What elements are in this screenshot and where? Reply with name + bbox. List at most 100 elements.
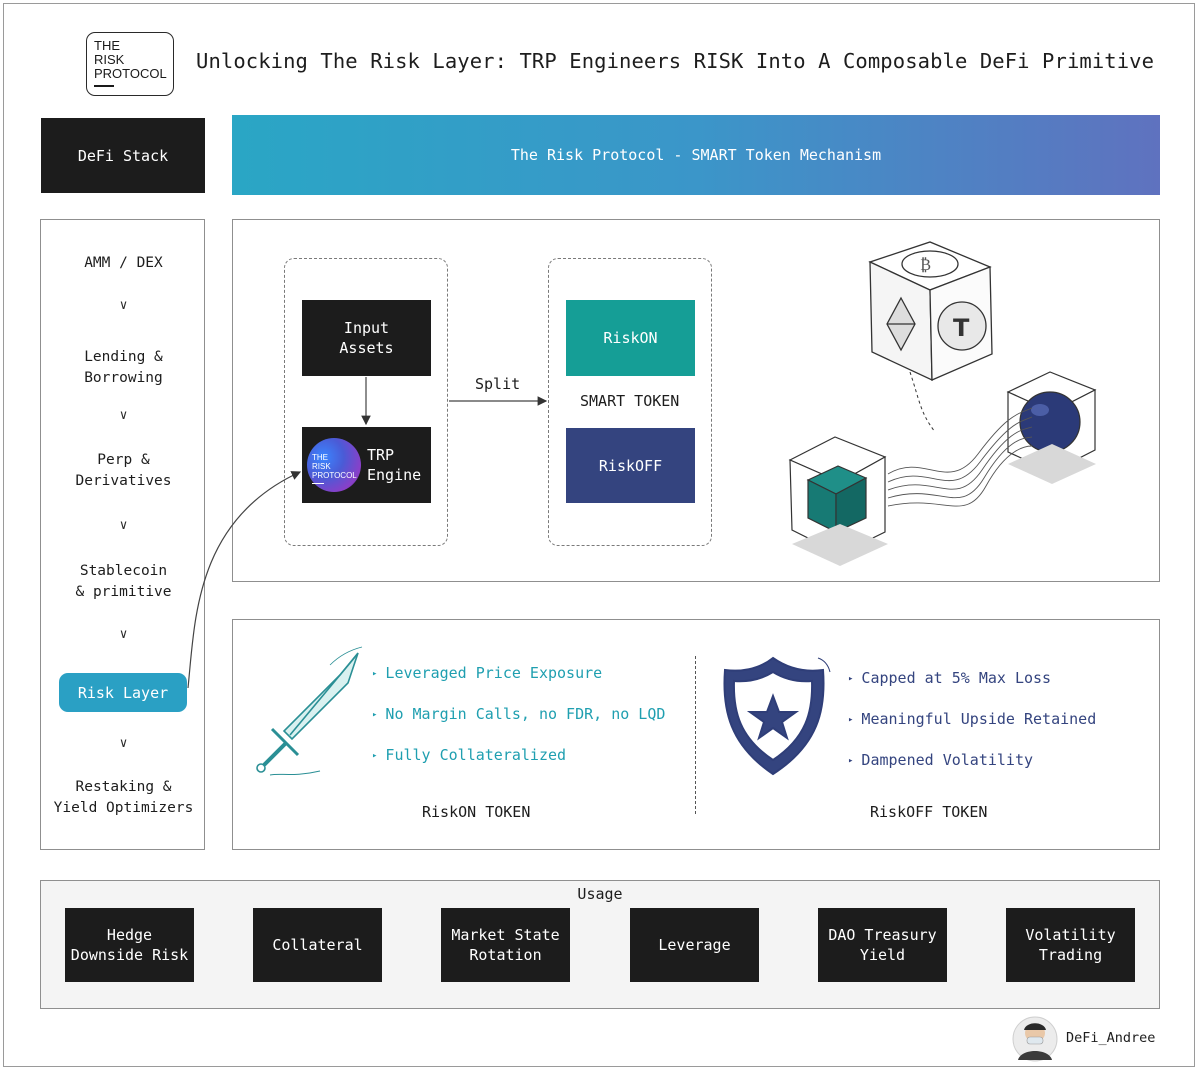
bullet-text: Meaningful Upside Retained [861,710,1097,728]
stack-item-label: Yield Optimizers [53,800,194,816]
bullet-icon: ▸ [848,715,854,725]
engine-logo-line: RISK [312,462,331,471]
usage-panel [40,880,1160,1009]
logo-underline [94,85,114,87]
bullet-icon: ▸ [372,751,378,761]
smart-token-label: SMART TOKEN [580,392,680,410]
stack-item-risk-layer[interactable]: Risk Layer [59,673,187,712]
usage-label: Downside Risk [70,946,189,964]
riskoff-bullet: ▸ Dampened Volatility [848,751,1033,769]
chevron-down-icon: ∨ [119,736,128,751]
usage-label: Yield [859,946,906,964]
engine-group [284,258,448,546]
riskoff-box: RiskOFF [566,428,695,503]
stack-item-amm-dex: AMM / DEX [41,253,206,274]
bullet-text: Capped at 5% Max Loss [861,669,1052,687]
usage-label: Rotation [469,946,542,964]
input-assets-label: Input [343,319,390,337]
stack-item-label: Stablecoin [79,563,168,579]
usage-label: Leverage [658,936,731,954]
bullet-icon: ▸ [372,710,378,720]
engine-label: Engine [367,466,422,484]
crypto-cubes-illustration: ₿ T [788,241,1097,566]
defi-stack-panel: AMM / DEX ∨ Lending & Borrowing ∨ Perp &… [40,219,205,850]
stack-item-restaking: Restaking & Yield Optimizers [41,777,206,819]
split-label: Split [475,375,521,393]
page-title: Unlocking The Risk Layer: TRP Engineers … [196,49,1155,73]
usage-label: Volatility [1025,926,1116,944]
usage-label: Market State [451,926,560,944]
riskon-bullet: ▸ No Margin Calls, no FDR, no LQD [372,705,665,723]
usage-label: DAO Treasury [828,926,937,944]
author-avatar [1012,1016,1058,1062]
flow-lines [887,407,1033,507]
mechanism-banner: The Risk Protocol - SMART Token Mechanis… [232,115,1160,195]
logo-line: THE [94,38,120,53]
usage-collateral: Collateral [253,908,382,982]
trp-engine-logo: THE RISK PROTOCOL [307,438,361,492]
chevron-down-icon: ∨ [119,627,128,642]
riskoff-bullet: ▸ Capped at 5% Max Loss [848,669,1051,687]
trp-engine-box: THE RISK PROTOCOL TRP Engine [302,427,431,503]
stack-item-label: & primitive [75,584,172,600]
mechanism-panel [232,219,1160,582]
input-assets-label: Assets [339,339,394,357]
stack-item-label: Derivatives [75,473,172,489]
logo-line: RISK [94,52,125,67]
usage-label: Collateral [272,936,363,954]
input-assets-box: Input Assets [302,300,431,376]
chevron-down-icon: ∨ [119,298,128,313]
stack-item-stablecoin: Stablecoin & primitive [41,561,206,603]
logo-line: PROTOCOL [94,66,167,81]
riskon-cube-icon [788,436,888,566]
bullet-text: Fully Collateralized [385,746,567,764]
sword-icon [256,646,363,776]
riskon-bullet: ▸ Leveraged Price Exposure [372,664,602,682]
stack-item-lending: Lending & Borrowing [41,347,206,389]
usage-label: Trading [1038,946,1103,964]
stack-item-perp: Perp & Derivatives [41,450,206,492]
tokens-panel [232,619,1160,850]
stack-item-label: Restaking & [75,779,172,795]
tokens-divider [695,656,696,814]
stack-item-label: AMM / DEX [84,255,163,271]
usage-title: Usage [577,885,623,903]
bullet-icon: ▸ [372,669,378,679]
engine-logo-line: THE [312,453,328,462]
bullet-icon: ▸ [848,756,854,766]
bullet-text: No Margin Calls, no FDR, no LQD [385,705,666,723]
asset-cube-icon: ₿ T [868,241,993,382]
stack-item-label: Lending & [84,349,163,365]
chevron-down-icon: ∨ [119,408,128,423]
author-handle: DeFi_Andree [1066,1030,1156,1046]
defi-stack-header: DeFi Stack [41,118,205,193]
riskon-caption: RiskON TOKEN [422,803,531,821]
usage-label: Hedge [106,926,153,944]
svg-text:T: T [953,314,970,342]
svg-text:₿: ₿ [920,255,931,274]
engine-logo-line: PROTOCOL [312,471,357,480]
risk-layer-to-engine-arrow [187,471,302,689]
chevron-down-icon: ∨ [119,518,128,533]
bullet-text: Dampened Volatility [861,751,1034,769]
bullet-text: Leveraged Price Exposure [385,664,603,682]
stack-item-label: Borrowing [84,370,163,386]
page-frame [3,3,1195,1067]
bullet-icon: ▸ [848,674,854,684]
riskoff-bullet: ▸ Meaningful Upside Retained [848,710,1096,728]
stack-item-label: Perp & [97,452,150,468]
shield-icon [723,656,831,776]
trp-logo: THE RISK PROTOCOL [86,32,174,96]
riskon-box: RiskON [566,300,695,376]
engine-label: TRP [367,446,395,464]
usage-leverage: Leverage [630,908,759,982]
smart-token-group [548,258,712,546]
riskon-bullet: ▸ Fully Collateralized [372,746,566,764]
riskoff-sphere-icon [1006,371,1097,484]
riskoff-caption: RiskOFF TOKEN [870,803,988,821]
